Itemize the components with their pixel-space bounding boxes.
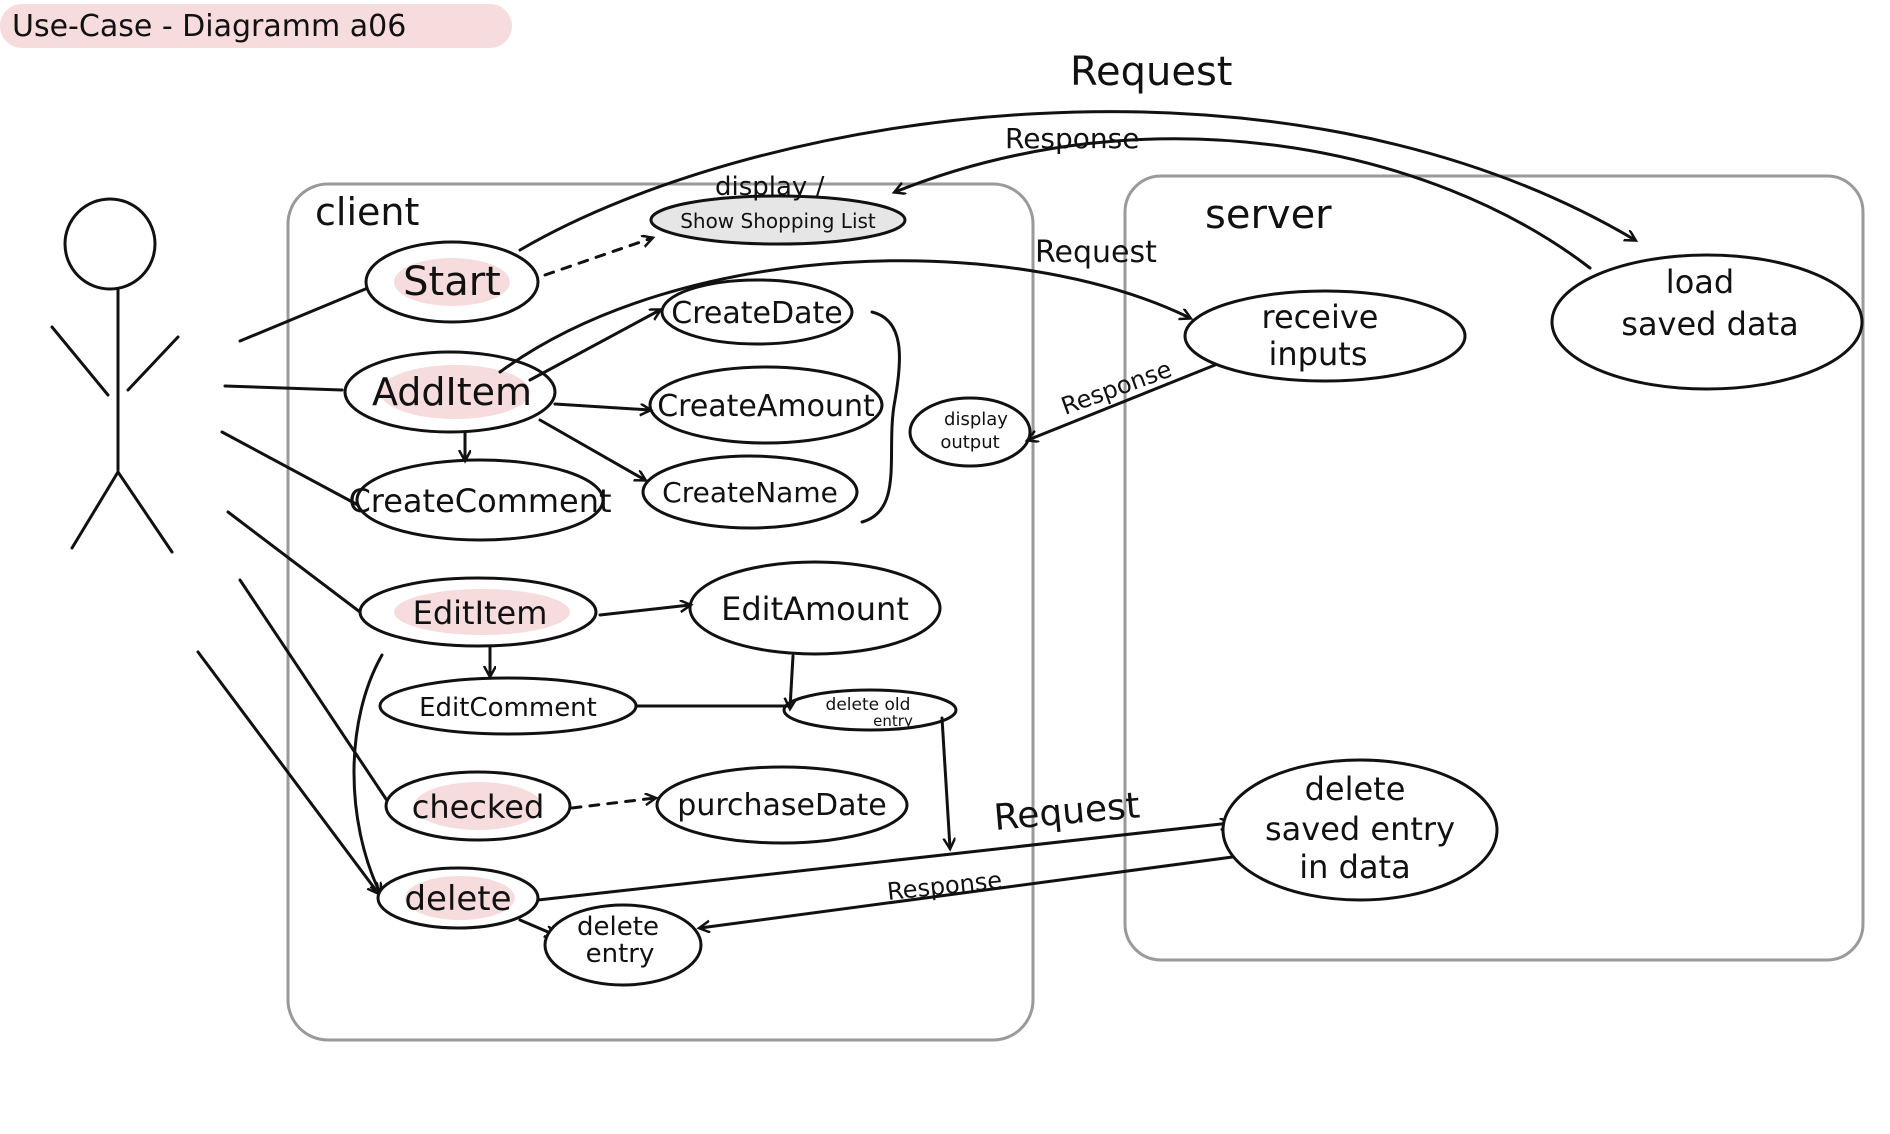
- svg-text:saved data: saved data: [1621, 305, 1798, 343]
- usecase-delete-old-entry: delete old entry: [782, 688, 958, 732]
- svg-text:load: load: [1666, 263, 1734, 301]
- usecase-show-shopping-list: Show Shopping List display /: [649, 172, 907, 246]
- stick-figure-actor-icon: [50, 197, 180, 554]
- edit-arrows: [634, 654, 950, 848]
- svg-text:CreateAmount: CreateAmount: [657, 389, 875, 424]
- usecase-edit-amount: EditAmount: [688, 560, 942, 656]
- usecase-purchase-date: purchaseDate: [655, 765, 909, 845]
- start-to-show-list-dashed: [543, 238, 652, 277]
- usecase-delete-saved-entry: delete saved entry in data: [1221, 758, 1499, 902]
- svg-text:inputs: inputs: [1269, 335, 1368, 373]
- svg-text:checked: checked: [412, 788, 545, 826]
- usecase-delete: delete: [376, 866, 540, 930]
- usecase-edit-comment: EditComment: [378, 676, 638, 736]
- client-boundary: client: [286, 182, 1035, 1042]
- edit-item-to-edit-amount: [598, 605, 690, 617]
- svg-text:EditComment: EditComment: [419, 693, 597, 723]
- request-response-top: Request Response: [518, 49, 1635, 270]
- svg-text:client: client: [315, 190, 419, 234]
- svg-text:Request: Request: [992, 785, 1141, 839]
- svg-text:EditItem: EditItem: [413, 594, 548, 632]
- usecase-receive-inputs: receive inputs: [1183, 289, 1467, 383]
- svg-text:CreateDate: CreateDate: [671, 296, 842, 331]
- svg-text:CreateName: CreateName: [662, 476, 838, 509]
- usecase-add-item: AddItem: [343, 350, 557, 434]
- svg-text:AddItem: AddItem: [372, 370, 532, 414]
- svg-text:delete: delete: [404, 879, 511, 919]
- svg-text:output: output: [940, 432, 999, 453]
- svg-text:delete: delete: [1305, 770, 1406, 808]
- svg-text:in data: in data: [1299, 848, 1410, 886]
- edit-item-to-delete: [352, 653, 384, 893]
- svg-text:Start: Start: [403, 259, 501, 305]
- svg-text:display /: display /: [715, 172, 825, 202]
- usecase-load-saved-data: load saved data: [1550, 253, 1864, 391]
- svg-text:Show Shopping List: Show Shopping List: [680, 209, 876, 233]
- svg-text:entry: entry: [873, 712, 913, 730]
- usecase-create-date: CreateDate: [660, 278, 854, 346]
- usecase-display-output: display output: [908, 396, 1032, 468]
- svg-text:delete old: delete old: [826, 695, 911, 715]
- server-boundary: server: [1123, 174, 1865, 962]
- svg-text:saved entry: saved entry: [1265, 810, 1455, 848]
- usecase-create-amount: CreateAmount: [648, 365, 884, 445]
- checked-to-purchase-date-dashed: [570, 798, 655, 810]
- svg-text:entry: entry: [586, 939, 655, 969]
- svg-text:delete: delete: [577, 912, 659, 942]
- svg-text:Response: Response: [1005, 122, 1139, 155]
- add-item-arrows: [465, 310, 660, 480]
- actor-associations: [196, 283, 392, 893]
- usecase-create-name: CreateName: [641, 454, 859, 530]
- usecase-create-comment: CreateComment: [348, 458, 612, 542]
- svg-text:Use-Case - Diagramm a06: Use-Case - Diagramm a06: [12, 9, 406, 44]
- svg-text:Request: Request: [1070, 49, 1232, 95]
- svg-text:server: server: [1205, 192, 1332, 238]
- usecase-checked: checked: [384, 770, 572, 842]
- svg-text:CreateComment: CreateComment: [348, 482, 611, 520]
- usecase-start: Start: [364, 240, 540, 324]
- svg-text:display: display: [944, 409, 1008, 430]
- svg-text:Response: Response: [886, 866, 1004, 906]
- usecase-edit-item: EditItem: [358, 576, 598, 648]
- grouping-brace: [860, 310, 902, 524]
- diagram-title: Use-Case - Diagramm a06: [0, 4, 512, 48]
- svg-text:purchaseDate: purchaseDate: [677, 788, 886, 823]
- svg-text:Request: Request: [1035, 235, 1157, 270]
- usecase-delete-entry: delete entry: [543, 903, 703, 987]
- svg-text:EditAmount: EditAmount: [721, 590, 909, 628]
- svg-text:receive: receive: [1262, 298, 1379, 336]
